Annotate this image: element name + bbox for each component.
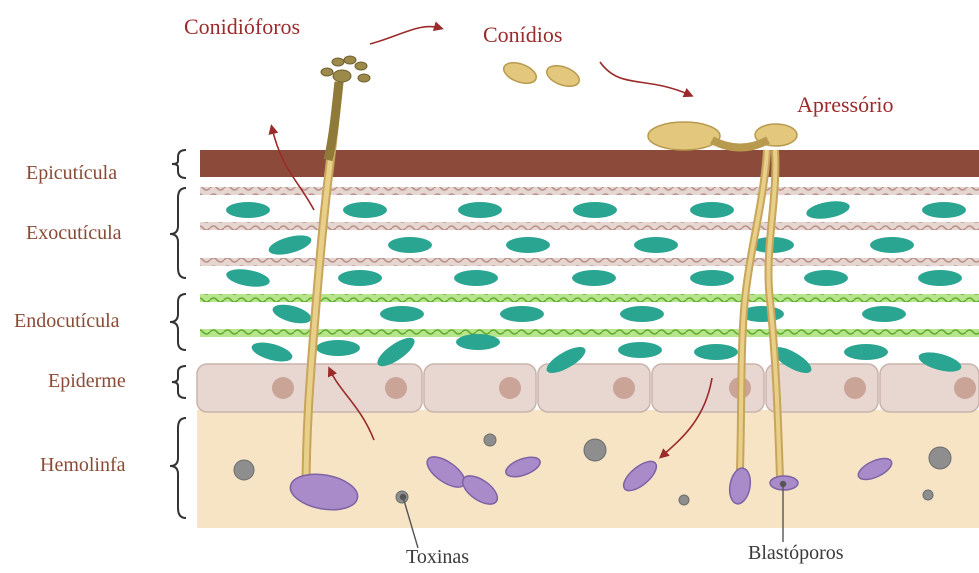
label-epicuticula: Epicutícula	[26, 162, 117, 185]
appressorium	[648, 122, 797, 150]
label-epiderme: Epiderme	[48, 370, 126, 393]
conidia	[501, 59, 582, 91]
label-conidios: Conídios	[483, 22, 562, 48]
layer-brackets	[170, 150, 186, 518]
label-hemolinfa: Hemolinfa	[40, 454, 126, 477]
label-apressorio: Apressório	[797, 92, 894, 118]
label-conidioforos: Conidióforos	[184, 14, 300, 40]
epicuticle-layer	[200, 150, 979, 177]
label-toxinas: Toxinas	[406, 546, 469, 569]
label-endocuticula: Endocutícula	[14, 310, 120, 333]
label-exocuticula: Exocutícula	[26, 222, 122, 245]
label-blastoporos: Blastóporos	[748, 542, 844, 565]
